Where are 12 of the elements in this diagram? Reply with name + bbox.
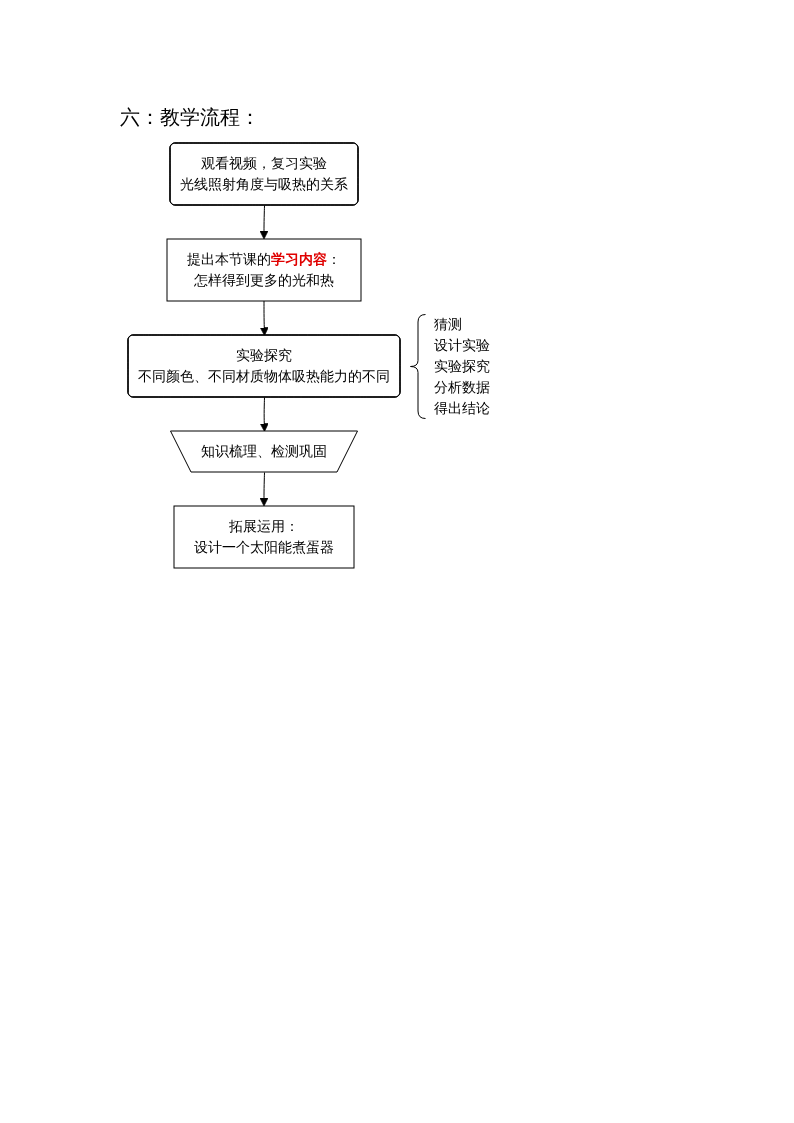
title: 六：教学流程： — [120, 105, 260, 130]
arrow — [259, 205, 269, 240]
step-text: 设计实验 — [434, 336, 490, 353]
step-text: 猜测 — [434, 315, 462, 332]
step-text: 得出结论 — [434, 399, 490, 416]
node-box: 提出本节课的学习内容： 怎样得到更多的光和热 — [166, 238, 362, 302]
arrow — [259, 300, 269, 336]
step-text: 分析数据 — [434, 378, 490, 395]
arrow — [259, 472, 269, 507]
arrow — [259, 397, 269, 432]
node-box: 拓展运用： 设计一个太阳能煮蛋器 — [173, 505, 355, 569]
step-text: 实验探究 — [434, 357, 490, 374]
